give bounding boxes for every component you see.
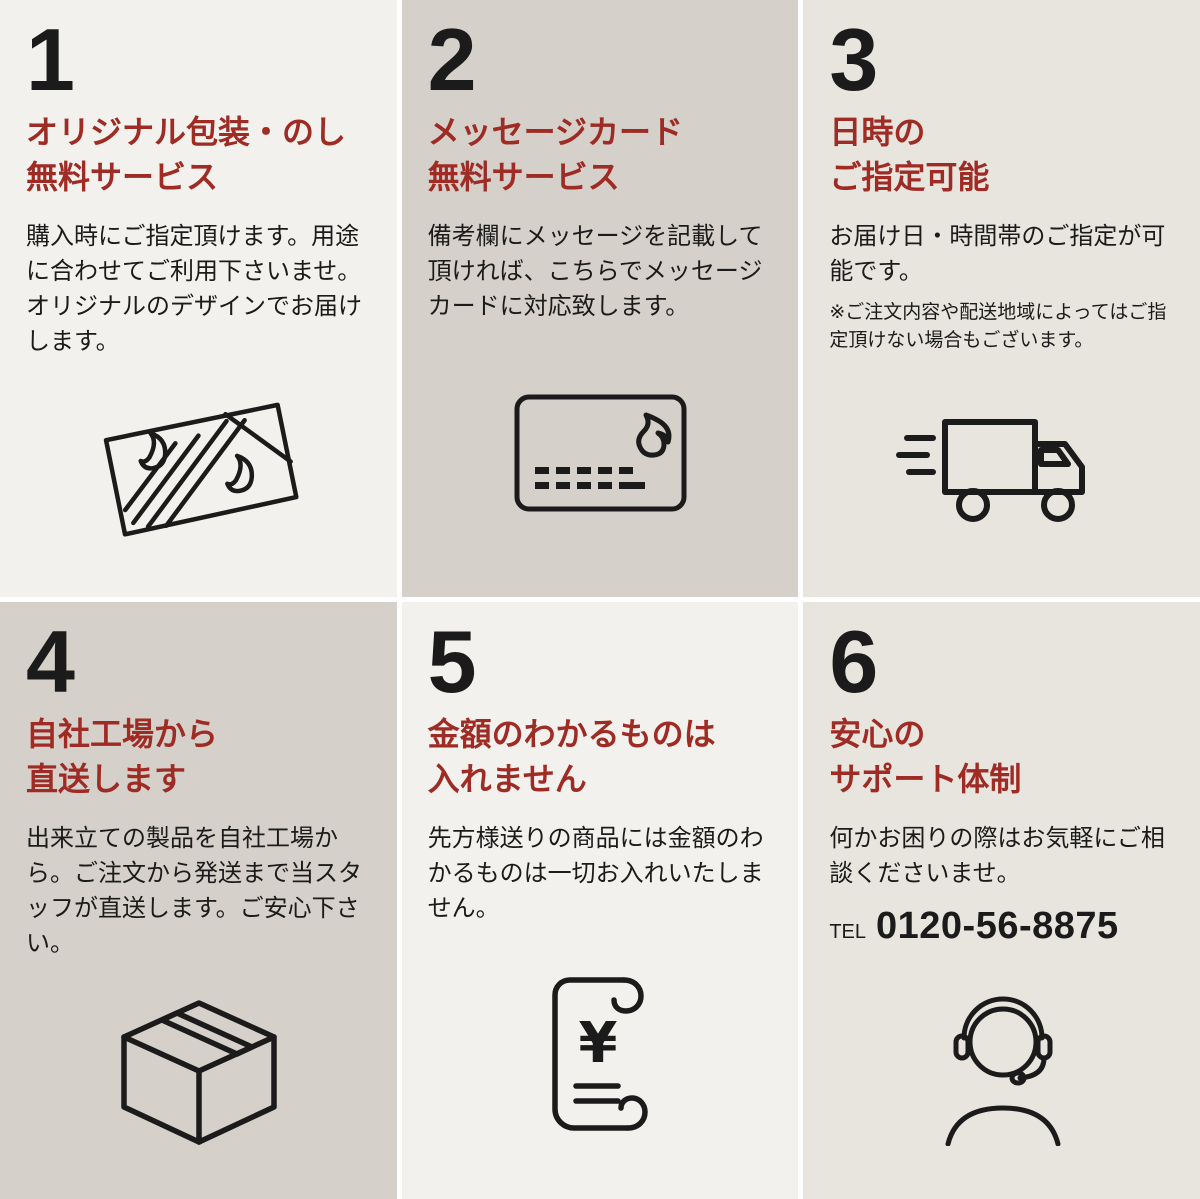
feature-number: 6 (829, 612, 879, 711)
feature-number: 4 (26, 612, 75, 711)
gift-wrapping-icon (26, 359, 373, 577)
feature-title: 金額のわかるものは 入れません (427, 716, 716, 797)
shipping-box-icon (26, 961, 373, 1179)
support-operator-icon (829, 948, 1176, 1179)
svg-text:¥: ¥ (579, 1011, 618, 1076)
feature-title: メッセージカード 無料サービス (427, 114, 684, 195)
message-card-icon (428, 324, 775, 577)
feature-number: 1 (26, 10, 75, 109)
feature-number: 2 (427, 10, 477, 109)
feature-card-3: 3 日時の ご指定可能 お届け日・時間帯のご指定が可能です。 ※ご注文内容や配送… (803, 0, 1200, 597)
feature-description: 先方様送りの商品には金額のわかるものは一切お入れいたしません。 (427, 824, 764, 922)
feature-title: 安心の サポート体制 (829, 716, 1022, 797)
feature-card-4: 4 自社工場から 直送します 出来立ての製品を自社工場から。ご注文から発送まで当… (0, 602, 397, 1199)
feature-card-2: 2 メッセージカード 無料サービス 備考欄にメッセージを記載して頂ければ、こちら… (401, 0, 799, 597)
feature-description: お届け日・時間帯のご指定が可能です。 (829, 222, 1166, 285)
feature-number: 3 (829, 10, 879, 109)
feature-card-6: 6 安心の サポート体制 何かお困りの際はお気軽にご相談くださいませ。 TEL … (803, 602, 1200, 1199)
feature-card-1: 1 オリジナル包装・のし 無料サービス 購入時にご指定頂けます。用途に合わせてご… (0, 0, 397, 597)
feature-note: ※ご注文内容や配送地域によってはご指定頂けない場合もございます。 (829, 301, 1167, 352)
feature-title: 日時の ご指定可能 (829, 114, 990, 195)
feature-description: 何かお困りの際はお気軽にご相談くださいませ。 (829, 824, 1165, 887)
price-receipt-icon: ¥ (428, 926, 775, 1179)
feature-title: オリジナル包装・のし 無料サービス (26, 114, 347, 195)
feature-card-5: 5 金額のわかるものは 入れません 先方様送りの商品には金額のわかるものは一切お… (401, 602, 799, 1199)
feature-title: 自社工場から 直送します (26, 716, 219, 797)
feature-description: 出来立ての製品を自社工場から。ご注文から発送まで当スタッフが直送します。ご安心下… (26, 824, 362, 957)
phone-row: TEL 0120-56-8875 (829, 905, 1176, 948)
feature-description: 備考欄にメッセージを記載して頂ければ、こちらでメッセージカードに対応致します。 (427, 222, 763, 320)
tel-number: 0120-56-8875 (876, 904, 1119, 947)
tel-label: TEL (829, 920, 867, 943)
feature-description: 購入時にご指定頂けます。用途に合わせてご利用下さいませ。オリジナルのデザインでお… (26, 222, 362, 355)
delivery-truck-icon (829, 356, 1176, 577)
feature-number: 5 (427, 612, 477, 711)
